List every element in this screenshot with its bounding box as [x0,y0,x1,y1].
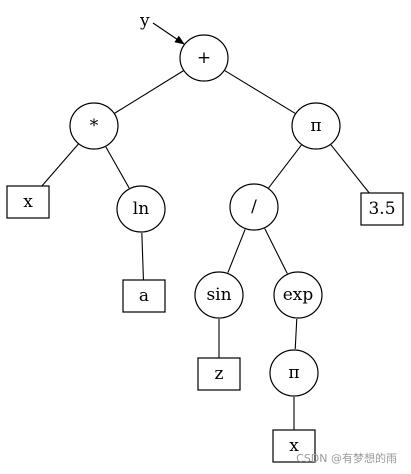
edge-exp-pi2 [294,318,298,350]
node-mul: * [69,102,119,150]
edge-plus-pi1 [224,69,296,115]
node-exp-circle [273,271,323,319]
root-pointer: y [139,11,185,45]
node-c35: 3.5 [360,192,404,226]
node-ln-label: ln [133,199,149,219]
edge-div-exp [264,228,288,274]
edge-pi1-c35 [330,144,370,194]
edge-pi1-div [268,144,302,189]
node-x2-label: x [289,436,299,456]
node-pi2-circle [269,349,319,397]
node-mul-circle [69,102,119,150]
node-z-label: z [215,364,224,384]
node-pi2: π [269,349,319,397]
node-mul-label: * [90,116,99,136]
node-x1: x [6,185,50,219]
node-ln: ln [116,185,166,233]
node-z-box [197,357,241,391]
node-div-label: / [251,197,257,217]
edges-layer [41,69,370,430]
watermark-text: CSDN @有梦想的雨 [296,452,397,465]
node-plus: + [179,34,229,82]
node-div: / [229,183,279,231]
node-exp: exp [273,271,323,319]
edge-plus-mul [114,70,184,114]
node-plus-label: + [197,48,211,68]
edge-div-sin [227,229,246,273]
node-ln-circle [116,185,166,233]
node-plus-circle [179,34,229,82]
node-x2: x [272,429,316,463]
node-pi1: π [291,102,341,150]
node-a-label: a [139,286,149,306]
root-pointer-arrow [152,22,185,45]
node-x1-box [6,185,50,219]
edge-mul-ln [105,146,130,189]
node-x2-box [272,429,316,463]
node-a: a [122,279,166,313]
node-sin-circle [194,271,244,319]
node-a-box [122,279,166,313]
edge-mul-x1 [41,143,79,187]
node-sin: sin [194,271,244,319]
node-x1-label: x [23,192,33,212]
node-c35-label: 3.5 [368,199,395,219]
node-c35-box [360,192,404,226]
node-div-circle [229,183,279,231]
node-exp-label: exp [283,285,314,305]
nodes-layer: + * π x ln / 3.5 a sin exp z π x [6,34,404,463]
node-pi2-label: π [288,363,299,383]
root-pointer-label: y [139,11,150,31]
edge-ln-a [141,232,144,281]
node-sin-label: sin [206,285,231,305]
node-pi1-label: π [310,116,321,136]
node-z: z [197,357,241,391]
node-pi1-circle [291,102,341,150]
